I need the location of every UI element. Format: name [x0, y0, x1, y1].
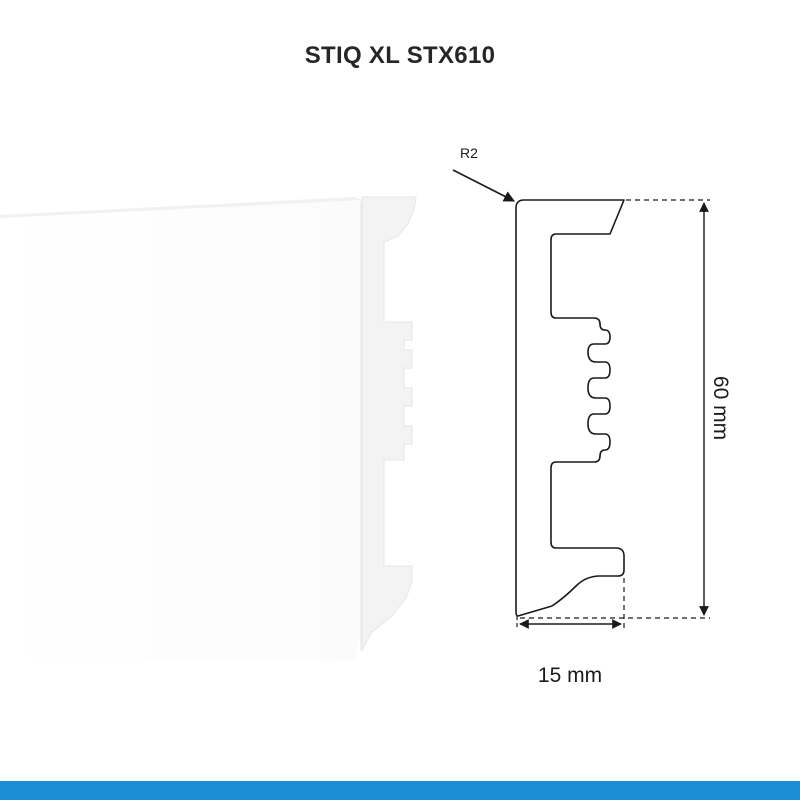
product-side-profile	[361, 196, 417, 652]
width-label: 15 mm	[538, 664, 602, 687]
width-dimension: 15 mm	[516, 578, 625, 687]
height-label: 60 mm	[709, 376, 732, 440]
radius-label: R2	[460, 145, 478, 161]
arrow-pointer-icon	[452, 169, 515, 202]
height-dimension: 60 mm	[520, 199, 732, 619]
product-front-face	[0, 197, 362, 660]
page-title: STIQ XL STX610	[304, 42, 496, 69]
product-render	[0, 196, 417, 660]
bottom-accent-bar	[0, 781, 800, 800]
product-top-chamfer	[0, 197, 362, 218]
profile-outline	[515, 199, 625, 617]
radius-callout: R2	[452, 145, 515, 202]
cross-section-profile	[515, 199, 625, 617]
